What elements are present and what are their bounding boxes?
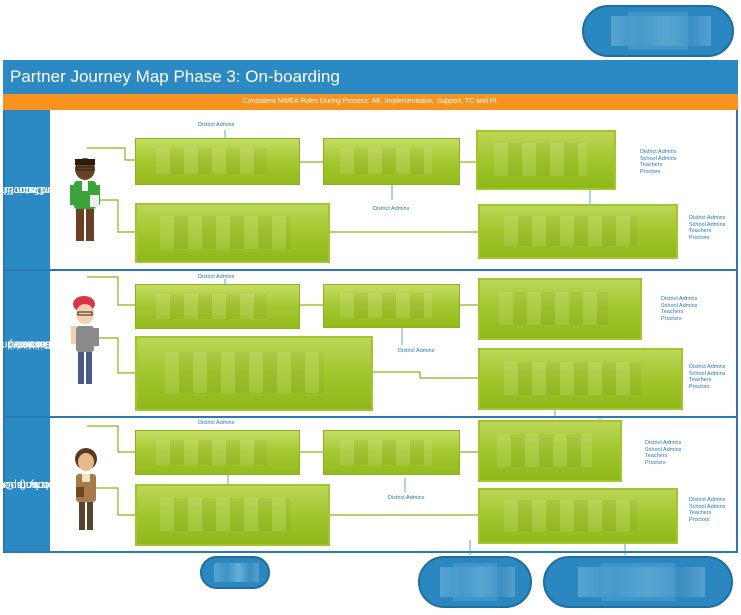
note-district-admins: District Admins xyxy=(198,274,234,281)
step-box xyxy=(478,420,622,482)
step-box xyxy=(135,336,373,411)
step-box xyxy=(323,138,460,185)
callout-bubble-bottom-middle xyxy=(418,556,532,608)
callout-bubble-bottom-right xyxy=(543,556,733,608)
step-box xyxy=(478,488,678,544)
step-box xyxy=(135,203,330,263)
step-box xyxy=(476,130,616,190)
step-box xyxy=(478,278,642,340)
person-jason-icon xyxy=(68,155,102,245)
step-box xyxy=(135,284,300,329)
note-district-admins: District Admins xyxy=(398,348,434,355)
callout-bubble-bottom-left xyxy=(200,556,270,589)
note-district-admins: District Admins xyxy=(373,206,409,213)
step-box xyxy=(323,284,460,328)
step-box xyxy=(323,430,460,475)
step-box xyxy=(135,138,300,185)
note-district-admins: District Admins xyxy=(198,122,234,129)
step-box xyxy=(478,348,683,410)
note-district-admins: District Admins xyxy=(388,495,424,502)
step-box xyxy=(478,204,678,259)
person-jacob-icon xyxy=(70,447,102,532)
note-district-admins: District Admins xyxy=(198,420,234,427)
step-box xyxy=(135,484,330,546)
step-box xyxy=(135,430,300,475)
person-janet-icon xyxy=(68,296,102,388)
